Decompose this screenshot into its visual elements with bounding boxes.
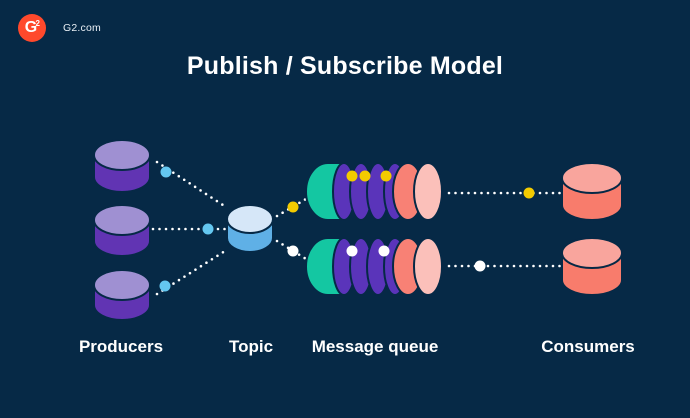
g2-logo-superscript: 2 <box>35 19 40 28</box>
brand-header: G 2 G2.com <box>18 14 101 42</box>
message-queue-2 <box>305 237 443 296</box>
producer-cylinder-top <box>93 269 151 301</box>
g2-logo-letter: G <box>24 19 38 36</box>
consumer-cylinder-top <box>561 162 623 194</box>
message-dot-yellow <box>359 170 371 182</box>
queue-open-face <box>413 237 443 296</box>
message-dot-white <box>287 245 299 257</box>
producer-cylinder-2 <box>93 204 151 257</box>
message-dot-blue <box>202 223 214 235</box>
topic-cylinder <box>226 204 274 253</box>
label-consumers: Consumers <box>541 337 635 356</box>
page-title: Publish / Subscribe Model <box>186 52 504 80</box>
message-queue-1 <box>305 162 443 221</box>
label-topic: Topic <box>228 337 274 356</box>
consumer-cylinder-2 <box>561 237 623 296</box>
message-dot-yellow <box>287 201 299 213</box>
label-producers: Producers <box>78 337 164 356</box>
producer-cylinder-3 <box>93 269 151 321</box>
topic-cylinder-top <box>226 204 274 234</box>
message-dot-yellow <box>523 187 535 199</box>
consumer-cylinder-top <box>561 237 623 269</box>
message-dot-yellow <box>380 170 392 182</box>
message-dot-yellow <box>346 170 358 182</box>
message-dot-white <box>346 245 358 257</box>
message-dot-blue <box>159 280 171 292</box>
message-dot-blue <box>160 166 172 178</box>
message-dot-white <box>474 260 486 272</box>
producer-cylinder-1 <box>93 139 151 193</box>
message-dot-white <box>378 245 390 257</box>
producer-cylinder-top <box>93 204 151 236</box>
producer-cylinder-top <box>93 139 151 171</box>
consumer-cylinder-1 <box>561 162 623 221</box>
queue-open-face <box>413 162 443 221</box>
g2-logo-icon: G 2 <box>18 14 46 42</box>
site-label: G2.com <box>63 22 101 34</box>
label-message-queue: Message queue <box>311 337 439 356</box>
